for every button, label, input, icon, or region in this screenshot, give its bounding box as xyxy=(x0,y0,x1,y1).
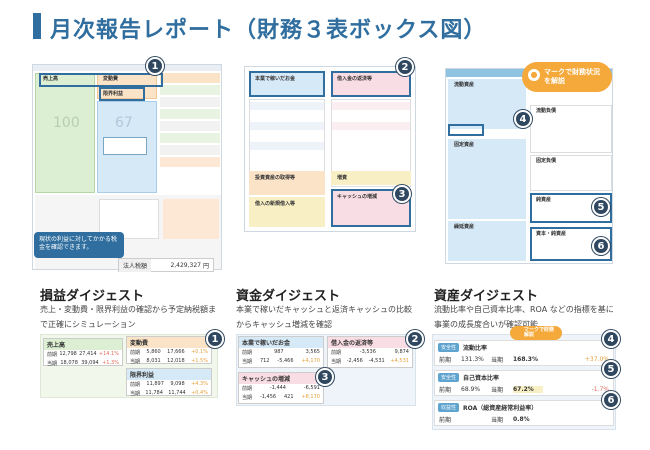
bs-section-title: 資産ダイジェスト xyxy=(434,289,539,304)
marker-5-top: 5 xyxy=(592,198,610,216)
pl-big-num-2: 67 xyxy=(115,115,133,131)
pl-tax-label: 法人税額 xyxy=(119,258,152,272)
cf-section-title: 資金ダイジェスト xyxy=(236,289,341,304)
pl-variable-label: 変動費 xyxy=(103,76,119,82)
pl-sales-label: 売上高 xyxy=(43,76,59,82)
bs-card-equity-ratio: 安全性 自己資本比率 前期 68.9% 当期 67.2% -1.7% xyxy=(434,370,614,396)
pl-card-marginal-label: 限界利益 xyxy=(130,372,155,379)
bs-current-assets-box xyxy=(448,79,526,129)
bs-mark-badge: マークで財務解説 xyxy=(510,326,562,340)
cf-screenshot: 本業で稼いだお金 借入金の返済等 投資資産の取得等 増資 借入の新規借入等 キャ… xyxy=(244,66,416,232)
bs-fixed-assets-label: 固定資産 xyxy=(454,142,475,148)
marker-4-top: 4 xyxy=(514,110,532,128)
bs-card-2-tag: 安全性 xyxy=(438,373,460,382)
cf-borrow-label: 借入の新規借入等 xyxy=(255,201,296,207)
pl-tax-box: 法人税額 2,429,327 円 xyxy=(118,258,214,272)
cf-card-earned-label: 本業で稼いだお金 xyxy=(242,340,291,347)
bs-card-3-tag: 収益性 xyxy=(438,403,460,412)
bs-fixed-liab-box xyxy=(530,155,612,191)
marker-5-bottom: 5 xyxy=(602,360,620,378)
bs-deferred-box xyxy=(448,221,526,261)
cf-borrow-box xyxy=(249,197,325,227)
bs-current-liab-label: 流動負債 xyxy=(536,108,557,114)
pl-card-variable-label: 変動費 xyxy=(130,340,149,347)
cf-section-desc: 本業で稼いだキャッシュと返済キャッシュの比較からキャッシュ増減を確認 xyxy=(236,305,412,329)
pl-screenshot: 100 67 売上高 変動費 限界利益 xyxy=(32,64,222,270)
bs-fixed-liab-label: 固定負債 xyxy=(536,158,557,164)
bs-deferred-label: 繰延資産 xyxy=(454,224,475,230)
bs-capital-label: 資本・純資産 xyxy=(536,231,567,237)
bs-section-desc: 流動比率や自己資本比率、ROA などの指標を基に事業の成長度合いが確認可能 xyxy=(434,305,614,329)
cf-cash-box xyxy=(331,189,411,227)
cf-earned-label: 本業で稼いだお金 xyxy=(255,76,296,82)
bs-card-current-ratio: 安全性 流動比率 前期 131.3% 当期 168.3% +37.0% xyxy=(434,340,614,366)
marker-3-bottom: 3 xyxy=(316,368,334,386)
bs-card-roa: 収益性 ROA（総資産経常利益率） 前期 当期 0.8% xyxy=(434,400,614,426)
cf-equity-label: 増資 xyxy=(337,175,348,181)
cf-repay-label: 借入金の返済等 xyxy=(337,76,373,82)
bs-equity-label: 純資産 xyxy=(536,197,552,203)
cf-card-repay-label: 借入金の返済等 xyxy=(331,340,374,347)
bs-card-3-label: ROA（総資産経常利益率） xyxy=(463,405,538,412)
bs-mark-badge-text: マークで財務解説 xyxy=(524,327,555,338)
pl-tax-callout: 現状の利益に対してかかる税金を確認できます。 xyxy=(34,232,124,258)
pl-big-num-1: 100 xyxy=(53,115,80,131)
bs-mark-bubble-text: マークで財務状況を解説 xyxy=(544,68,600,85)
bs-screenshot: 流動資産 流動負債 固定資産 固定負債 純資産 繰延資産 資本・純資産 xyxy=(445,68,613,264)
marker-1-top: 1 xyxy=(146,57,164,75)
marker-2-top: 2 xyxy=(396,58,414,76)
marker-3-top: 3 xyxy=(393,185,411,203)
cf-equity-box xyxy=(331,171,411,185)
marker-4-bottom: 4 xyxy=(602,330,620,348)
bs-card-1-label: 流動比率 xyxy=(463,345,488,352)
chart-icon xyxy=(103,137,147,155)
pl-sales-box xyxy=(35,73,95,193)
pl-tax-value: 2,429,327 xyxy=(170,261,201,269)
pl-tax-callout-text: 現状の利益に対してかかる税金を確認できます。 xyxy=(39,236,117,251)
marker-6-top: 6 xyxy=(592,237,610,255)
cf-repay-box xyxy=(331,71,411,97)
cf-cash-label: キャッシュの増減 xyxy=(337,194,378,200)
marker-1-bottom: 1 xyxy=(206,330,224,348)
marker-6-bottom: 6 xyxy=(602,391,620,409)
bs-fixed-assets-box xyxy=(448,139,526,219)
page-title: 月次報告レポート（財務３表ボックス図） xyxy=(50,18,487,43)
cf-card-cash-label: キャッシュの増減 xyxy=(242,376,291,383)
bs-card-1-tag: 安全性 xyxy=(438,343,460,352)
pl-marginal-label: 限界利益 xyxy=(103,91,124,97)
title-accent-bar xyxy=(33,13,41,39)
marker-2-bottom: 2 xyxy=(406,330,424,348)
lightbulb-icon: ● xyxy=(528,69,540,81)
cf-earned-box xyxy=(249,71,325,97)
bs-card-2-label: 自己資本比率 xyxy=(463,375,500,382)
pl-tax-unit: 円 xyxy=(202,262,209,270)
cf-investing-label: 投資資産の取得等 xyxy=(255,175,296,181)
pl-section-desc: 売上・変動費・限界利益の確認から予定納税額まで正確にシミュレーション xyxy=(40,305,216,329)
cf-investing-box xyxy=(249,171,325,195)
bs-current-assets-label: 流動資産 xyxy=(454,82,475,88)
bs-current-liab-box xyxy=(530,105,612,153)
pl-card-sales-label: 売上高 xyxy=(47,342,66,349)
pl-section-title: 損益ダイジェスト xyxy=(40,289,145,304)
